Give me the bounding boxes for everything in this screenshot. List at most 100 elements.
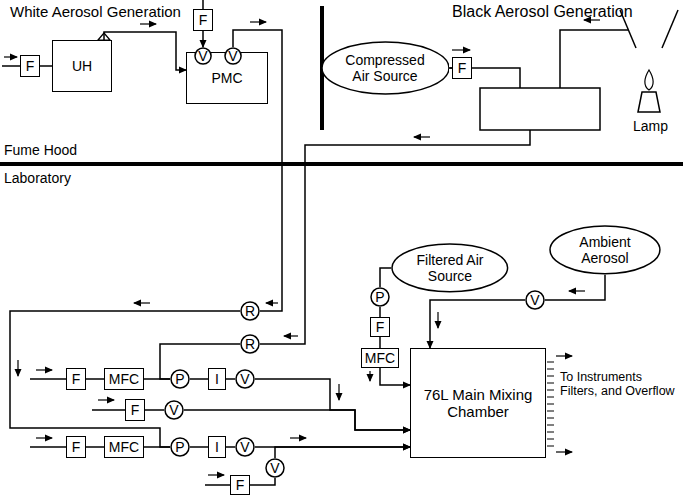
flow-line xyxy=(379,337,381,348)
lamp-flame xyxy=(645,70,653,90)
process-box: F xyxy=(20,55,40,77)
node-label: F xyxy=(26,58,35,74)
node-label: F xyxy=(458,60,467,76)
process-box: MFC xyxy=(104,368,144,390)
flow-line xyxy=(10,311,240,447)
node-label: I xyxy=(215,371,219,387)
flow-line xyxy=(184,410,410,430)
outline xyxy=(322,42,449,94)
node-label: P xyxy=(375,289,384,305)
outline xyxy=(266,459,284,477)
node-label: P xyxy=(175,439,184,455)
outline xyxy=(171,370,189,388)
node-label: MFC xyxy=(365,350,395,366)
outlet-tick xyxy=(547,425,554,426)
outline xyxy=(195,48,211,64)
outlet-tick xyxy=(547,446,554,447)
node-label: V xyxy=(530,292,539,308)
flow-line xyxy=(255,379,410,430)
flow-line xyxy=(226,378,235,380)
node-label: UH xyxy=(72,58,92,74)
outline xyxy=(392,244,508,292)
wire xyxy=(2,65,20,67)
outline xyxy=(236,438,254,456)
text-label: Lamp xyxy=(633,118,668,134)
node-label: V xyxy=(169,402,178,418)
process-box: MFC xyxy=(361,348,399,368)
wire xyxy=(472,68,520,88)
wire xyxy=(205,484,230,486)
flow-line xyxy=(144,378,170,380)
node-label: V xyxy=(198,48,207,64)
valve-circle: V xyxy=(164,400,184,420)
wire xyxy=(260,130,530,344)
lamp-body xyxy=(638,92,660,112)
text-label: White Aerosol Generation xyxy=(10,3,181,20)
lamp-hood xyxy=(662,10,678,48)
node-label: Compressed Air Source xyxy=(341,52,429,84)
process-box: F xyxy=(193,9,213,31)
node-label: F xyxy=(72,371,81,387)
node-label: Ambient Aerosol xyxy=(567,234,643,266)
process-box: 76L Main Mixing Chamber xyxy=(410,348,546,458)
node-label: 76L Main Mixing Chamber xyxy=(416,386,540,421)
text-label: Black Aerosol Generation xyxy=(452,3,633,21)
node-label: V xyxy=(228,48,237,64)
node-label: Filtered Air Source xyxy=(410,252,490,284)
process-box: I xyxy=(208,368,226,390)
outline xyxy=(236,370,254,388)
valve-circle: V xyxy=(194,47,212,65)
flow-line xyxy=(379,307,381,317)
process-box: F xyxy=(230,475,250,495)
node-label: MFC xyxy=(109,439,139,455)
wire xyxy=(30,446,66,448)
separator xyxy=(0,162,683,166)
node-label: V xyxy=(240,439,249,455)
wire xyxy=(560,30,628,88)
valve-circle: P xyxy=(170,369,190,389)
source-ellipse: Ambient Aerosol xyxy=(549,225,661,275)
outline xyxy=(241,302,259,320)
outline xyxy=(241,335,259,353)
flow-line xyxy=(86,446,104,448)
outlet-tick xyxy=(547,390,554,391)
text-label: Laboratory xyxy=(4,170,71,186)
process-box: F xyxy=(66,368,86,390)
outlet-tick xyxy=(547,397,554,398)
valve-circle: V xyxy=(224,47,242,65)
source-ellipse: Filtered Air Source xyxy=(391,243,509,293)
valve-circle: V xyxy=(525,290,545,310)
outline xyxy=(526,291,544,309)
outline xyxy=(371,288,389,306)
outline xyxy=(550,226,660,274)
node-label: R xyxy=(245,336,255,352)
valve-circle: V xyxy=(235,369,255,389)
process-box: F xyxy=(66,436,86,458)
flow-line xyxy=(86,378,104,380)
outline xyxy=(165,401,183,419)
valve-circle: P xyxy=(170,437,190,457)
node-label: F xyxy=(236,477,245,493)
flow-line xyxy=(190,378,208,380)
node-label: F xyxy=(72,439,81,455)
outline xyxy=(225,48,241,64)
process-box: F xyxy=(452,57,472,79)
soot-box xyxy=(480,88,600,130)
flow-line xyxy=(202,31,204,47)
process-box: F xyxy=(370,317,390,337)
node-label: PMC xyxy=(211,70,242,86)
valve-circle: R xyxy=(240,301,260,321)
outlet-tick xyxy=(547,439,554,440)
outline xyxy=(171,438,189,456)
valve-circle: V xyxy=(235,437,255,457)
node-label: F xyxy=(199,12,208,28)
node-label: F xyxy=(376,319,385,335)
process-box: UH xyxy=(52,40,112,92)
flow-line xyxy=(190,446,208,448)
node-label: I xyxy=(215,439,219,455)
text-label: To Instruments Filters, and Overflow xyxy=(560,370,680,399)
flow-line xyxy=(430,300,525,348)
wire xyxy=(30,378,66,380)
valve-circle: V xyxy=(265,458,285,478)
text-label: Fume Hood xyxy=(4,142,77,158)
